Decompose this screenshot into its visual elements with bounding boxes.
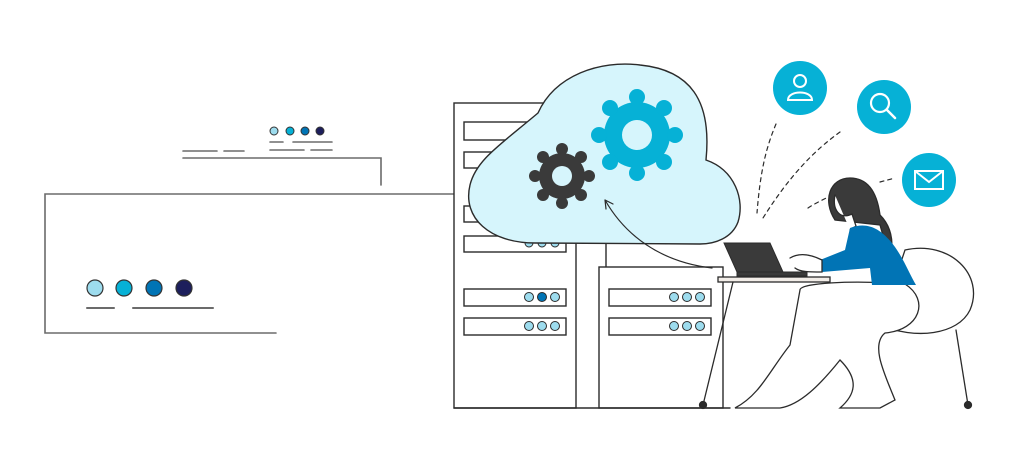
color-dots-small xyxy=(269,126,325,136)
gear-icon xyxy=(529,143,595,209)
laptop xyxy=(723,242,808,277)
desk xyxy=(698,276,831,410)
gear-icon xyxy=(591,89,683,181)
user-icon[interactable] xyxy=(773,61,827,115)
abstract-window xyxy=(44,141,456,334)
search-icon[interactable] xyxy=(857,80,911,134)
color-dots-large xyxy=(86,279,193,297)
upload-arrow xyxy=(604,199,713,269)
person-working xyxy=(734,177,920,409)
mail-icon[interactable] xyxy=(902,153,956,207)
cloud-icon xyxy=(467,63,741,245)
